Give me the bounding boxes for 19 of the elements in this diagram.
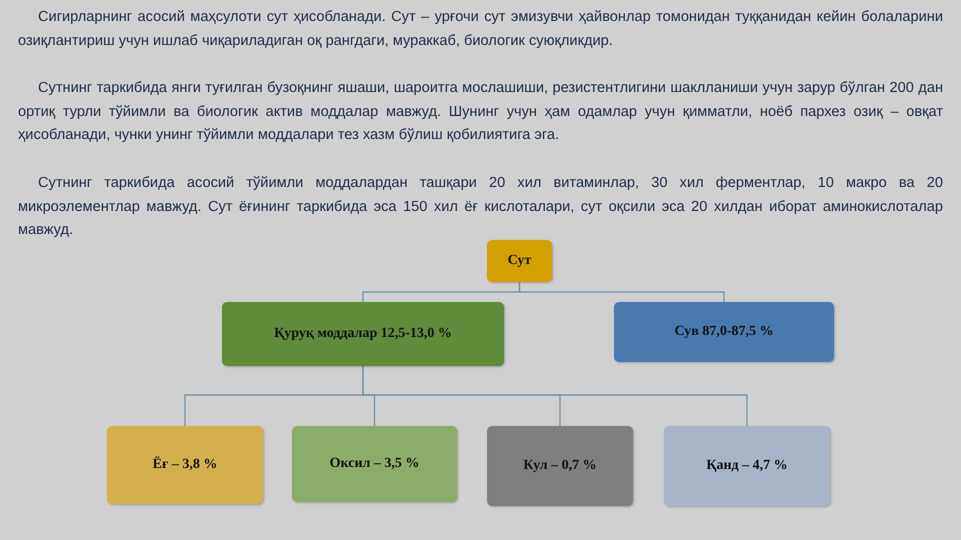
- box-label: Сув 87,0-87,5 %: [674, 324, 774, 340]
- connector-line: [518, 282, 725, 302]
- box-label: Кул – 0,7 %: [523, 458, 597, 474]
- category-box: [222, 302, 504, 366]
- category-box: [487, 426, 633, 506]
- category-box: [292, 426, 457, 502]
- paragraph: Сутнинг таркибида янги туғилган бузоқнинг яшаши, шароитга мослашиши, резистентлигини шаклланиши учун зарур бўлган 200 дан ортиқ турли тўйимли ва биологик актив моддалар мавжуд. Шунинг учун ҳам одамлар учун қимматли, ноёб пархез озиқ – овқат ҳисобланади, чунки унинг тўйимли моддалари тез хазм бўлиш қобилиятига эга.: [18, 79, 943, 146]
- category-box: [614, 302, 834, 362]
- box-label: Қуруқ моддалар 12,5-13,0 %: [274, 326, 452, 342]
- box-label: Сут: [508, 253, 532, 269]
- box-label: Қанд – 4,7 %: [706, 458, 788, 474]
- paragraph: Сигирларнинг асосий маҳсулоти сут ҳисобланади. Сут – урғочи сут эмизувчи ҳайвонлар томонидан туққанидан кейин болаларини озиқлантириш учун ишлаб чиқариладиган оқ рангдаги, мураккаб, биологик суюқликдир.: [18, 8, 943, 51]
- box-label: Оксил – 3,5 %: [330, 456, 420, 472]
- category-box: [487, 240, 552, 282]
- category-box: [664, 426, 830, 506]
- category-box: [107, 426, 263, 504]
- box-label: Ёғ – 3,8 %: [152, 457, 218, 473]
- connector-line: [362, 366, 748, 426]
- paragraph: Сутнинг таркибида асосий тўйимли моддалардан ташқари 20 хил витаминлар, 30 хил ферментлар, 10 макро ва 20 микроэлементлар мавжуд. Сут ёғининг таркибида эса 150 хил ёғ кислоталари, сут оқсили эса 20 хилдан иборат аминокислоталар мавжуд.: [18, 174, 943, 240]
